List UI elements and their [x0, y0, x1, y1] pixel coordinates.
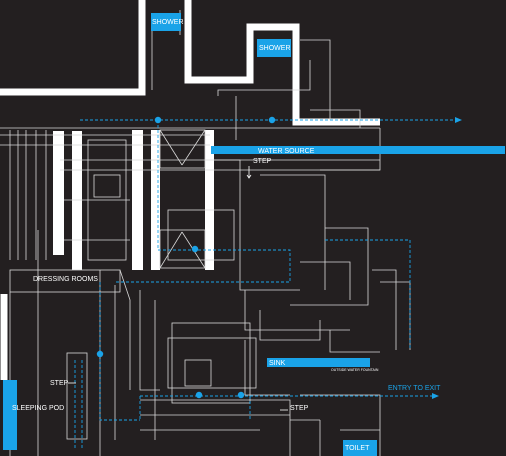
arrow-east-top — [455, 117, 462, 123]
step-top-label: STEP — [253, 158, 272, 165]
arrow-east-bottom — [432, 393, 439, 399]
sink-label: SINK — [269, 360, 286, 367]
walls — [0, 0, 380, 380]
node-1 — [154, 116, 162, 124]
pillar-1 — [53, 131, 64, 255]
node-3 — [191, 245, 199, 253]
outer-wall-top — [0, 0, 146, 96]
shower-2-box — [257, 39, 291, 57]
node-6 — [237, 391, 245, 399]
entry-to-exit-label: ENTRY TO EXIT — [388, 385, 441, 392]
pillars — [53, 130, 214, 270]
thin-lines — [0, 10, 411, 456]
shower-2-label: SHOWER — [259, 45, 291, 52]
node-2 — [268, 116, 276, 124]
pillar-5 — [205, 130, 214, 270]
sleeping-pod-label: SLEEPING POD — [12, 405, 64, 412]
step-arrow-top-head — [246, 174, 252, 179]
step-left-label: STEP — [50, 380, 69, 387]
shower-1-label: SHOWER — [152, 19, 184, 26]
node-5 — [195, 391, 203, 399]
water-source-label: WATER SOURCE — [258, 148, 315, 155]
step-bottom-label: STEP — [290, 405, 309, 412]
dressing-rooms-label: DRESSING ROOMS — [33, 276, 98, 283]
toilet-box — [343, 440, 377, 456]
pillar-3 — [132, 130, 143, 270]
label-boxes — [3, 13, 505, 456]
sink-bar — [267, 358, 370, 367]
water-source-bar — [211, 146, 505, 154]
pillar-2 — [72, 131, 82, 270]
node-4 — [96, 350, 104, 358]
shower-1-box — [151, 13, 181, 31]
shower-wall — [184, 0, 380, 126]
step-markers — [68, 166, 288, 411]
circulation-route — [74, 119, 455, 450]
outside-water-fountain-label: OUTSIDE WATER FOUNTAIN — [331, 368, 379, 372]
pillar-4 — [151, 130, 160, 270]
toilet-label: TOILET — [345, 445, 370, 452]
route-arrows — [432, 117, 462, 399]
sleeping-pod-box — [3, 380, 17, 450]
route-nodes — [96, 116, 276, 399]
